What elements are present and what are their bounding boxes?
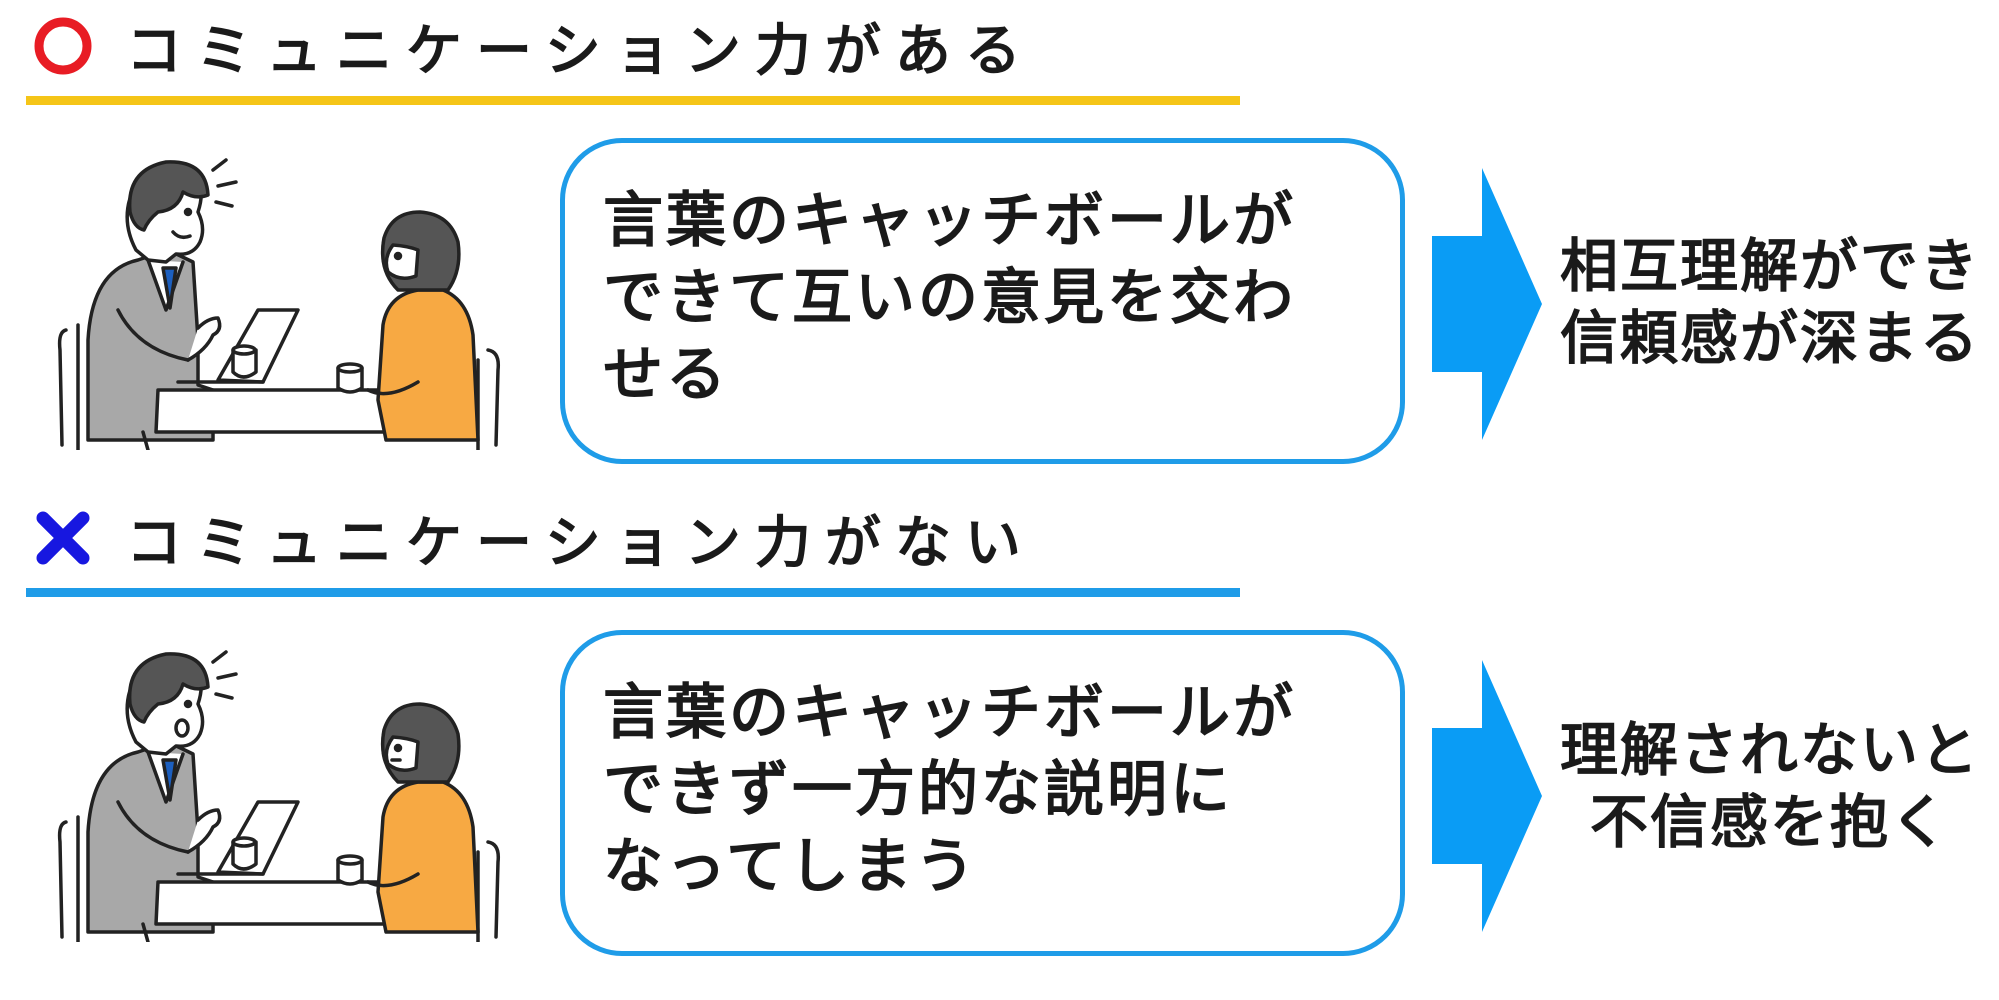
blue-cross-icon <box>28 503 98 573</box>
bad-result-line: 理解されないと <box>1559 716 1980 784</box>
bad-explanation-line: 言葉のキャッチボールが <box>603 678 1296 748</box>
good-explanation-bubble: 言葉のキャッチボールが できて互いの意見を交わ せる <box>560 138 1405 464</box>
good-heading: コミュニケーション力がある <box>28 6 1035 86</box>
red-circle-icon <box>28 11 98 81</box>
bad-result: 理解されないと 不信感を抱く <box>1545 714 1995 858</box>
bad-explanation-text: 言葉のキャッチボールが できず一方的な説明に なってしまう <box>603 675 1383 906</box>
good-explanation-line: できて互いの意見を交わ <box>603 263 1296 333</box>
right-arrow-icon <box>1432 168 1542 440</box>
good-explanation-line: 言葉のキャッチボールが <box>603 186 1296 256</box>
bad-heading-text: コミュニケーション力がない <box>126 510 1035 576</box>
good-explanation-text: 言葉のキャッチボールが できて互いの意見を交わ せる <box>603 183 1383 414</box>
good-communication-section: コミュニケーション力がある <box>26 6 1995 464</box>
good-result-line: 相互理解ができ <box>1559 232 1980 300</box>
poor-communication-section: コミュニケーション力がない <box>0 492 1999 992</box>
bad-explanation-line: なってしまう <box>603 832 978 902</box>
bad-explanation-line: できず一方的な説明に <box>603 755 1233 825</box>
meeting-illustration <box>57 158 501 450</box>
bad-explanation-bubble: 言葉のキャッチボールが できず一方的な説明に なってしまう <box>560 630 1405 956</box>
good-result-line: 信頼感が深まる <box>1559 304 1980 372</box>
good-heading-text: コミュニケーション力がある <box>126 18 1035 84</box>
meeting-illustration <box>57 650 501 942</box>
good-explanation-line: せる <box>603 340 729 410</box>
good-heading-underline <box>26 96 1240 105</box>
good-result: 相互理解ができ 信頼感が深まる <box>1545 230 1995 374</box>
right-arrow-icon <box>1432 660 1542 932</box>
bad-heading: コミュニケーション力がない <box>28 498 1035 578</box>
bad-result-line: 不信感を抱く <box>1589 788 1950 856</box>
bad-heading-underline <box>26 588 1240 597</box>
